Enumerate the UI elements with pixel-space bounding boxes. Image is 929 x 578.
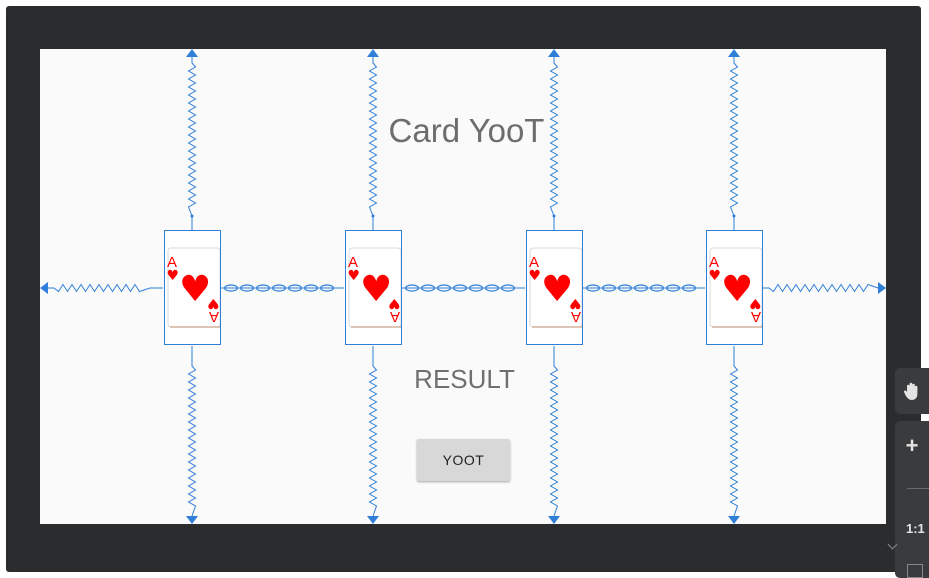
- anchor-dot: [190, 214, 194, 218]
- top-constraint-arrow: [186, 49, 198, 57]
- bottom-constraint-arrow: [548, 516, 560, 524]
- chain-link: [436, 284, 452, 292]
- heart-icon: ♥: [528, 268, 541, 284]
- chain-link: [404, 284, 420, 292]
- top-constraint-spring: [187, 57, 197, 217]
- chain-link: [617, 284, 633, 292]
- chain-link: [484, 284, 500, 292]
- top-constraint-arrow: [367, 49, 379, 57]
- right-constraint-spring: [763, 283, 879, 293]
- card-rank: A: [389, 308, 399, 325]
- chain-link: [420, 284, 436, 292]
- chain-link: [601, 284, 617, 292]
- chain-link: [649, 284, 665, 292]
- pan-tool-panel: [895, 368, 929, 414]
- constraint-lines: [40, 49, 886, 524]
- bottom-constraint-spring: [729, 360, 739, 517]
- chain-link: [452, 284, 468, 292]
- anchor-dot: [552, 214, 556, 218]
- title-text[interactable]: Card YooT: [388, 112, 545, 149]
- ace-of-hearts-card[interactable]: A ♥ ♥ A ♥: [163, 230, 221, 345]
- heart-icon: ♥: [206, 295, 219, 311]
- bottom-constraint-arrow: [728, 516, 740, 524]
- heart-icon: ♥: [708, 268, 721, 284]
- yoot-button[interactable]: YOOT: [417, 439, 510, 481]
- ace-of-hearts-card[interactable]: A ♥ ♥ A ♥: [705, 230, 763, 345]
- card-rank: A: [709, 254, 719, 271]
- zoom-tool-panel: +: [895, 421, 929, 578]
- ace-of-hearts-card[interactable]: A ♥ ♥ A ♥: [344, 230, 402, 345]
- chain-link: [303, 284, 319, 292]
- chain-link: [500, 284, 516, 292]
- toolbar-divider: [907, 488, 929, 489]
- heart-icon: ♥: [387, 295, 400, 311]
- right-constraint-arrow: [878, 282, 886, 294]
- heart-icon: ♥: [166, 268, 179, 284]
- chain-link: [633, 284, 649, 292]
- heart-icon: ♥: [568, 295, 581, 311]
- card-rank: A: [570, 308, 580, 325]
- card-rank: A: [529, 254, 539, 271]
- card-rank: A: [348, 254, 358, 271]
- fit-screen-icon[interactable]: [907, 564, 923, 578]
- plus-icon[interactable]: +: [905, 433, 919, 458]
- bottom-constraint-spring: [368, 360, 378, 517]
- hand-icon[interactable]: [895, 371, 929, 411]
- heart-icon: ♥: [347, 268, 360, 284]
- heart-icon: ♥: [360, 269, 392, 310]
- result-text[interactable]: RESULT: [414, 364, 515, 394]
- top-constraint-spring: [729, 57, 739, 217]
- top-constraint-spring: [549, 57, 559, 217]
- bottom-constraint-spring: [549, 360, 559, 517]
- chain-link: [681, 284, 697, 292]
- top-constraint-spring: [368, 57, 378, 217]
- chain-link: [255, 284, 271, 292]
- anchor-dot: [371, 214, 375, 218]
- card-rank: A: [750, 308, 760, 325]
- anchor-dot: [732, 214, 736, 218]
- heart-icon: ♥: [721, 269, 753, 310]
- card-rank: A: [167, 254, 177, 271]
- heart-icon: ♥: [541, 269, 573, 310]
- left-constraint-spring: [48, 283, 151, 293]
- heart-icon: ♥: [179, 269, 211, 310]
- chain-link: [271, 284, 287, 292]
- chain-link: [287, 284, 303, 292]
- chain-link: [319, 284, 335, 292]
- heart-icon: ♥: [748, 295, 761, 311]
- ace-of-hearts-card[interactable]: A ♥ ♥ A ♥: [525, 230, 583, 345]
- chain-link: [468, 284, 484, 292]
- bottom-constraint-arrow: [186, 516, 198, 524]
- left-constraint-arrow: [40, 282, 48, 294]
- chain-link: [665, 284, 681, 292]
- zoom-ratio-label[interactable]: 1:1: [906, 521, 925, 536]
- chain-link: [223, 284, 239, 292]
- chain-link: [239, 284, 255, 292]
- card-rank: A: [208, 308, 218, 325]
- bottom-constraint-spring: [187, 360, 197, 517]
- bottom-constraint-arrow: [367, 516, 379, 524]
- top-constraint-arrow: [548, 49, 560, 57]
- top-constraint-arrow: [728, 49, 740, 57]
- chain-link: [585, 284, 601, 292]
